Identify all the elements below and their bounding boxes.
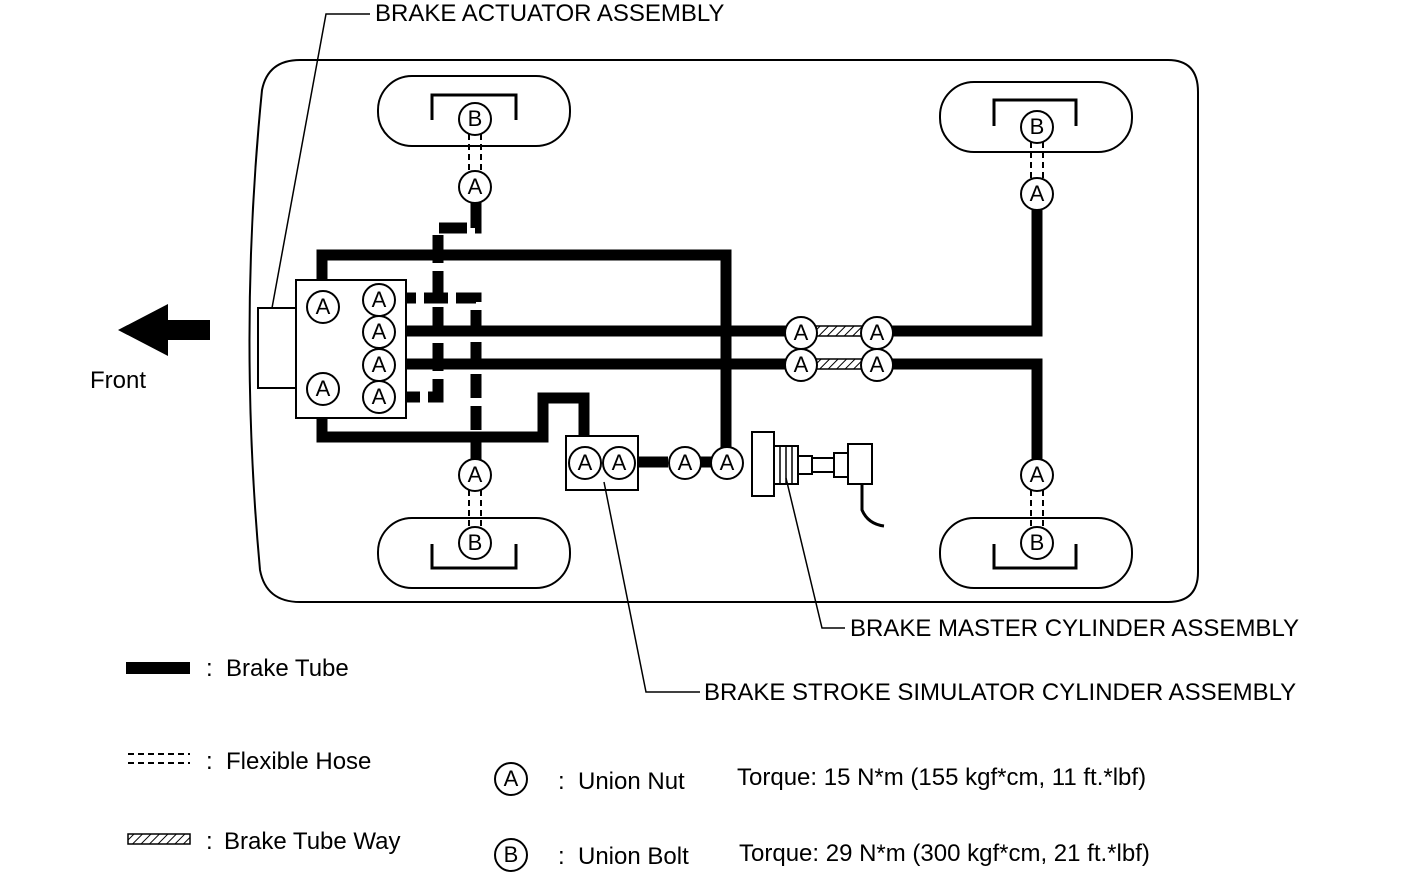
union-nut-marker: A (784, 348, 818, 382)
union-nut-marker: A (362, 348, 396, 382)
union-nut-marker: A (1020, 458, 1054, 492)
legend-union-nut: Union Nut (578, 768, 685, 795)
union-bolt-marker: B (1020, 526, 1054, 560)
leader-lines (271, 13, 845, 693)
union-nut-marker: A (362, 315, 396, 349)
brake-actuator-label: BRAKE ACTUATOR ASSEMBLY (375, 0, 725, 27)
union-nut-marker: A (860, 316, 894, 350)
union-nut-marker: A (784, 316, 818, 350)
legend-separator: : (558, 843, 565, 870)
union-nut-marker: A (602, 446, 636, 480)
legend-brake-tube: Brake Tube (226, 655, 349, 682)
brake-tubes (316, 202, 1043, 468)
legend-flexible-hose: Flexible Hose (226, 748, 372, 775)
union-nut-marker: A (668, 446, 702, 480)
union-nut-marker: A (362, 380, 396, 414)
brake-stroke-simulator-label: BRAKE STROKE SIMULATOR CYLINDER ASSEMBLY (704, 679, 1297, 706)
union-nut-marker: A (306, 372, 340, 406)
legend-separator: : (206, 828, 213, 855)
brake-tube-way-sections (814, 325, 864, 370)
union-nut-marker: A (306, 290, 340, 324)
front-label: Front (90, 367, 147, 394)
union-nut-marker: A (458, 458, 492, 492)
wheel-rear-right (939, 517, 1133, 589)
brake-master-cylinder-label: BRAKE MASTER CYLINDER ASSEMBLY (850, 615, 1300, 642)
wheel-front-right (377, 517, 571, 589)
union-nut-marker: A (1020, 177, 1054, 211)
wheel-front-left (377, 75, 571, 147)
union-bolt-marker: B (1020, 110, 1054, 144)
legend-torque-bolt: Torque: 29 N*m (300 kgf*cm, 21 ft.*lbf) (739, 840, 1150, 867)
union-bolt-marker: B (458, 526, 492, 560)
legend-union-nut-marker: A (494, 762, 528, 796)
union-nut-marker: A (710, 446, 744, 480)
legend-separator: : (206, 748, 213, 775)
legend-swatches (126, 662, 191, 845)
legend-torque-nut: Torque: 15 N*m (155 kgf*cm, 11 ft.*lbf) (737, 764, 1147, 791)
legend-union-bolt-marker: B (494, 838, 528, 872)
brake-master-cylinder (751, 431, 885, 528)
union-bolt-marker: B (458, 102, 492, 136)
union-nut-marker: A (458, 170, 492, 204)
flexible-hoses (468, 134, 1044, 528)
wheel-rear-left (939, 81, 1133, 153)
union-nut-marker: A (568, 446, 602, 480)
legend-separator: : (206, 655, 213, 682)
union-nut-marker: A (860, 348, 894, 382)
legend-brake-tube-way: Brake Tube Way (224, 828, 401, 855)
front-arrow-icon (118, 304, 210, 356)
legend-separator: : (558, 768, 565, 795)
vehicle-body-outline (248, 59, 1199, 603)
union-nut-marker: A (362, 283, 396, 317)
legend-union-bolt: Union Bolt (578, 843, 689, 870)
